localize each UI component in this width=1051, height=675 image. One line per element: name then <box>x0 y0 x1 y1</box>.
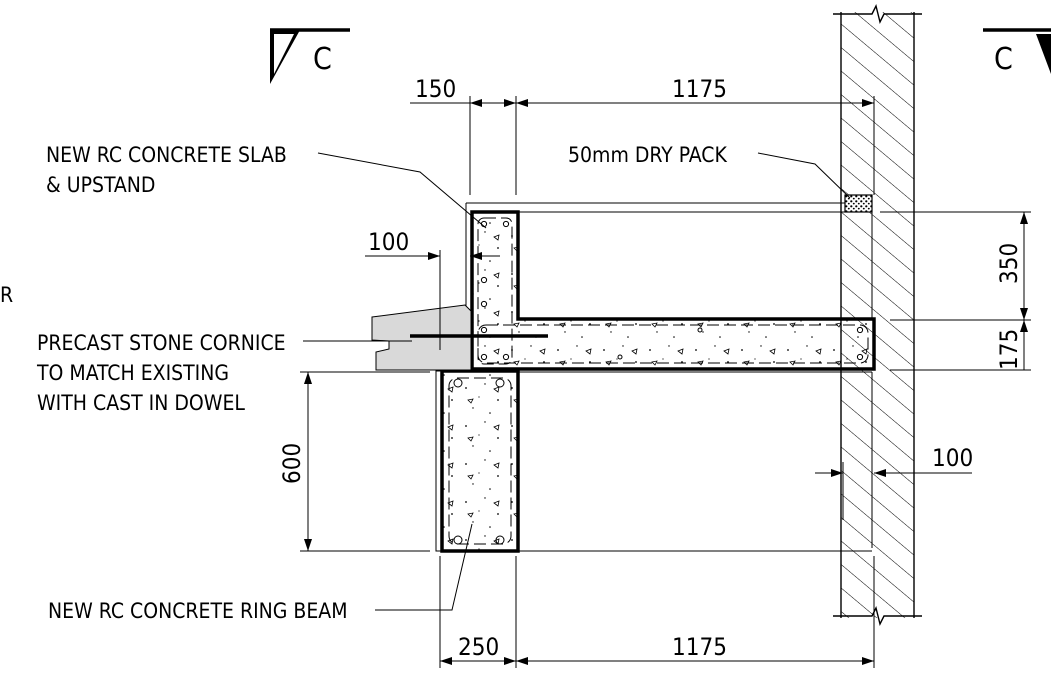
annotations: NEW RC CONCRETE SLAB & UPSTAND 50mm DRY … <box>0 143 728 623</box>
slab-outlines <box>465 202 873 552</box>
rc-slab-upstand <box>470 210 876 371</box>
dry-pack-fill <box>844 194 873 213</box>
dim-top-slab-span: 1175 <box>672 75 727 103</box>
existing-wall <box>833 3 922 627</box>
wall-break-top <box>833 3 922 25</box>
section-letter-left: C <box>313 42 332 77</box>
section-letter-right: C <box>994 42 1013 77</box>
dim-wall-bearing: 100 <box>932 444 973 472</box>
dim-bottom-beam-width: 250 <box>458 633 499 661</box>
label-cornice-1: PRECAST STONE CORNICE <box>37 331 286 355</box>
label-cut-letter: R <box>0 283 13 307</box>
label-ring-beam: NEW RC CONCRETE RING BEAM <box>48 599 348 623</box>
dimensions: 150 1175 100 350 175 600 100 <box>278 75 1031 668</box>
dim-upstand-height: 350 <box>995 243 1023 284</box>
dim-slab-thickness: 175 <box>995 329 1023 370</box>
label-slab-upstand-2: & UPSTAND <box>46 173 155 197</box>
leaders <box>303 152 851 611</box>
section-marker-left: C <box>270 28 350 84</box>
dim-beam-depth: 600 <box>278 443 306 484</box>
label-cornice-2: TO MATCH EXISTING <box>36 361 229 385</box>
dim-upstand-width: 150 <box>415 75 456 103</box>
label-dry-pack: 50mm DRY PACK <box>568 143 728 167</box>
rc-ring-beam <box>435 369 520 553</box>
wall-break-bottom <box>833 605 922 627</box>
dim-bottom-span: 1175 <box>672 633 727 661</box>
label-cornice-3: WITH CAST IN DOWEL <box>37 391 245 415</box>
section-marker-right: C <box>983 28 1051 77</box>
dim-cornice-projection: 100 <box>368 228 409 256</box>
label-slab-upstand-1: NEW RC CONCRETE SLAB <box>46 143 287 167</box>
